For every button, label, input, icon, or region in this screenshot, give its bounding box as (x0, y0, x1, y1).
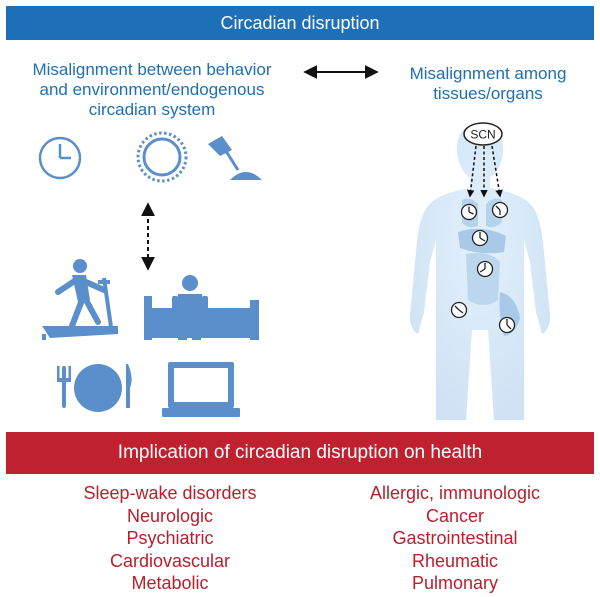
heading-line: Misalignment among (409, 64, 567, 83)
health-list-left: Sleep-wake disorders Neurologic Psychiat… (40, 482, 300, 595)
heading-line: circadian system (88, 100, 216, 119)
list-item: Pulmonary (411, 573, 499, 593)
scn-node: SCN (463, 122, 503, 146)
organ-clock-icon (450, 301, 468, 319)
scn-label: SCN (470, 128, 495, 142)
list-item: Allergic, immunologic (369, 483, 541, 503)
scn-signal-arrow (491, 145, 503, 198)
banner-title: Circadian disruption (220, 12, 380, 33)
list-item: Rheumatic (411, 550, 499, 571)
list-item: Neurologic (126, 505, 214, 526)
list-item: Cardiovascular (109, 550, 231, 571)
lamp-icon (208, 136, 262, 180)
organ-clock-icon (460, 203, 478, 221)
moon-icon (101, 137, 122, 179)
list-item: Metabolic (131, 573, 209, 593)
top-banner: Circadian disruption (6, 6, 594, 40)
health-implication-banner: Implication of circadian disruption on h… (6, 432, 594, 474)
list-item: Cancer (425, 505, 485, 526)
health-list-right: Allergic, immunologic Cancer Gastrointes… (322, 482, 588, 595)
heading-line: Misalignment between behavior (32, 60, 272, 79)
organ-clock-icon (491, 201, 509, 219)
behavior-misalignment-heading: Misalignment between behavior and enviro… (4, 60, 300, 120)
heading-line: tissues/organs (433, 84, 543, 103)
clock-icon (38, 136, 82, 180)
sun-icon (136, 131, 188, 183)
list-item: Sleep-wake disorders (83, 483, 257, 503)
person-on-bed-icon (144, 275, 259, 340)
plate-with-cutlery-icon (57, 364, 132, 412)
computer-monitor-icon (162, 362, 240, 417)
health-banner-title: Implication of circadian disruption on h… (117, 442, 483, 463)
treadmill-icon (42, 259, 118, 340)
tissue-misalignment-heading: Misalignment among tissues/organs (380, 64, 596, 104)
heading-line: and environment/endogenous (39, 80, 265, 99)
organ-clock-icon (471, 229, 489, 247)
scn-signal-arrow (466, 145, 477, 198)
organ-clock-icon (498, 316, 516, 334)
list-item: Psychiatric (126, 528, 214, 548)
list-item: Gastrointestinal (392, 528, 518, 548)
organ-clock-icon (476, 260, 494, 278)
